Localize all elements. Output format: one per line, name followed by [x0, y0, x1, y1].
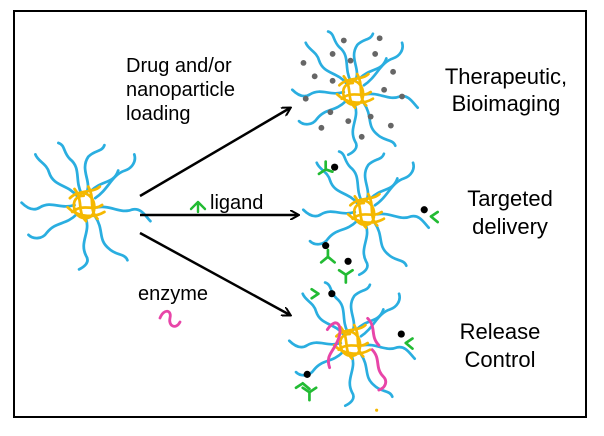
diagram-frame: [13, 10, 587, 418]
loading-label: Drug and/or nanoparticle loading: [126, 55, 235, 125]
result-release: Release Control: [459, 319, 541, 372]
result-targeted: Targeted delivery: [467, 186, 553, 239]
ligand-micelle-icon: [303, 152, 440, 284]
result-therapeutic: Therapeutic, Bioimaging: [444, 64, 568, 116]
enzyme-micelle-icon: [289, 283, 414, 412]
enzyme-label: enzyme: [138, 283, 209, 305]
arrow-enzyme: [139, 231, 290, 315]
enzyme-icon: [158, 309, 182, 328]
ligand-label: ligand: [210, 192, 264, 214]
loaded-micelle-icon: [292, 32, 417, 155]
ligand-icon: [189, 200, 207, 214]
micelle-icon: [22, 143, 151, 270]
arrow-loading: [139, 108, 290, 198]
